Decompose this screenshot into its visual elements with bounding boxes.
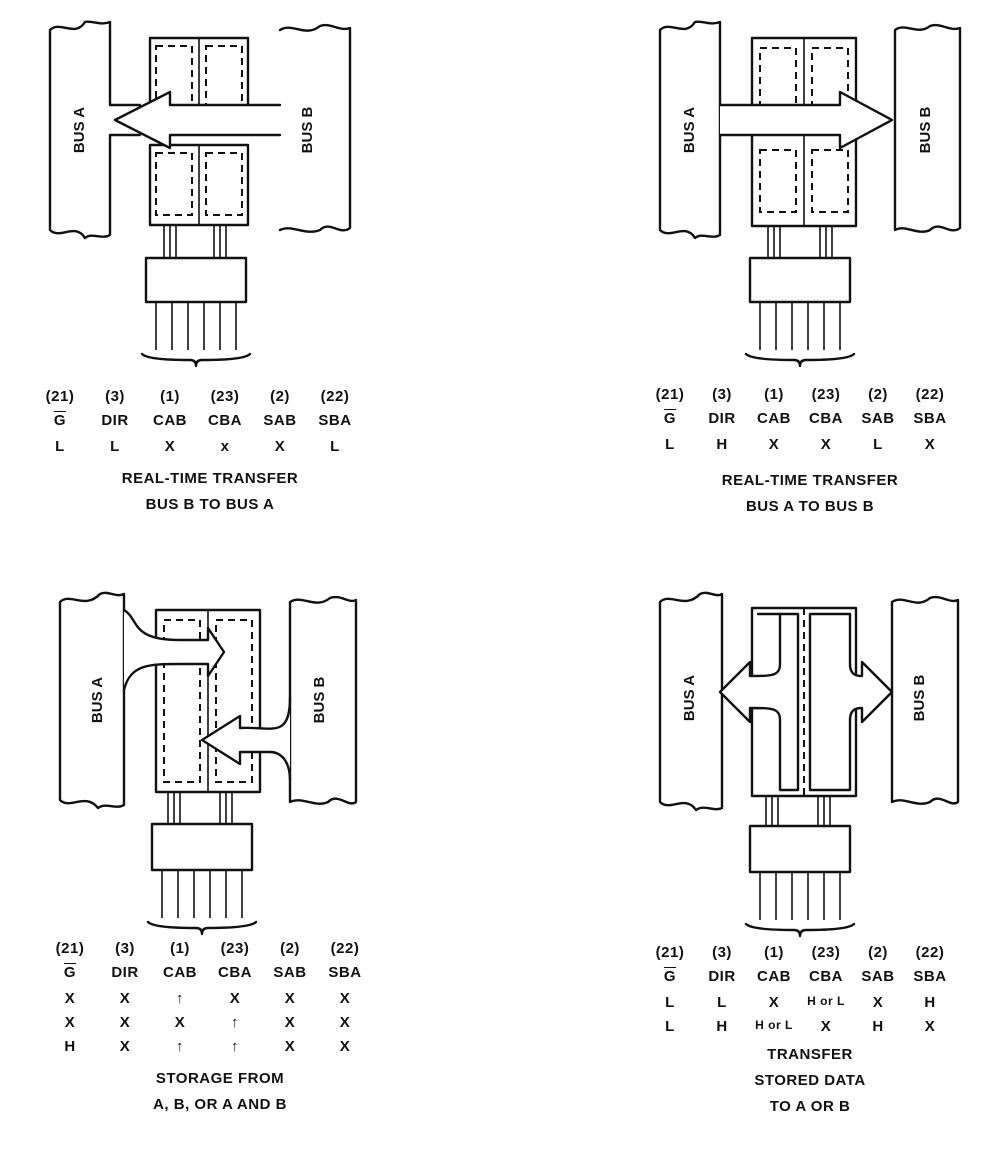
bus-b-outline — [890, 595, 960, 805]
signal-dir: DIR — [101, 412, 129, 429]
table-row: L L X x X L — [55, 438, 340, 455]
pin-3: (3) — [105, 388, 125, 405]
panel-real-time-b-to-a: BUS A BUS B (21) (3) (1) (23) (2) (22) G… — [30, 10, 450, 570]
bus-brace — [146, 920, 258, 936]
diagram-transfer-stored: BUS A BUS B — [658, 591, 960, 938]
bus-a-label: BUS A — [89, 677, 106, 723]
pin-1: (1) — [160, 388, 180, 405]
diagram-a-to-b: BUS A BUS B — [658, 20, 962, 368]
arrow-out-a — [718, 612, 800, 792]
caption-p3: STORAGE FROM A, B, OR A AND B — [153, 1070, 287, 1113]
arrow-a-to-b — [718, 90, 894, 150]
bus-a-label: BUS A — [681, 107, 698, 153]
signal-sab: SAB — [263, 412, 297, 429]
control-block — [150, 822, 254, 872]
bus-brace — [744, 922, 856, 938]
bus-a-outline — [658, 20, 722, 240]
pin-22: (22) — [320, 388, 350, 405]
pin-2: (2) — [270, 388, 290, 405]
bus-brace — [744, 352, 856, 368]
bus-b-label: BUS B — [911, 674, 928, 721]
diagram-b-to-a: BUS A BUS B — [48, 20, 352, 368]
control-block — [144, 256, 248, 304]
bus-a-outline — [48, 20, 87, 240]
panel-real-time-a-to-b: BUS A BUS B (21) (3) (1) (23) (2) (22) G… — [640, 10, 1008, 570]
arrow-store-a — [122, 608, 226, 692]
diagram-storage: BUS A BUS B — [58, 591, 358, 936]
bus-b-label: BUS B — [311, 676, 328, 723]
caption-p4: TRANSFER STORED DATA TO A OR B — [754, 1046, 866, 1115]
bus-b-label: BUS B — [299, 106, 316, 153]
caption-p2: REAL-TIME TRANSFER BUS A TO BUS B — [721, 472, 899, 515]
bus-b-label: BUS B — [917, 106, 934, 153]
pin-21: (21) — [45, 388, 75, 405]
bus-a-outline — [658, 591, 724, 812]
panel-transfer-stored: BUS A BUS B (21) (3) (1) (23) (2) (22) G… — [640, 580, 1008, 1140]
bus-a-label: BUS A — [681, 675, 698, 721]
bus-b-outline — [278, 23, 352, 233]
bus-b-outline — [893, 23, 962, 233]
signal-cba: CBA — [208, 412, 242, 429]
pin-23: (23) — [210, 388, 240, 405]
bus-brace — [140, 352, 252, 368]
signal-sba: SBA — [318, 412, 352, 429]
bus-a-outline — [58, 591, 126, 810]
signal-g: G — [53, 412, 67, 429]
caption-p1: REAL-TIME TRANSFER BUS B TO BUS A — [121, 470, 299, 513]
bus-b-outline — [288, 595, 358, 805]
arrow-store-b — [200, 696, 292, 782]
arrow-b-to-a — [113, 90, 282, 150]
signal-cab: CAB — [153, 412, 187, 429]
control-block — [748, 824, 852, 874]
panel-storage: BUS A BUS B (21) (3) (1) (23) (2) (22) G… — [40, 580, 460, 1140]
arrow-out-b — [808, 612, 894, 792]
control-block — [748, 256, 852, 304]
bus-a-label: BUS A — [71, 107, 88, 153]
